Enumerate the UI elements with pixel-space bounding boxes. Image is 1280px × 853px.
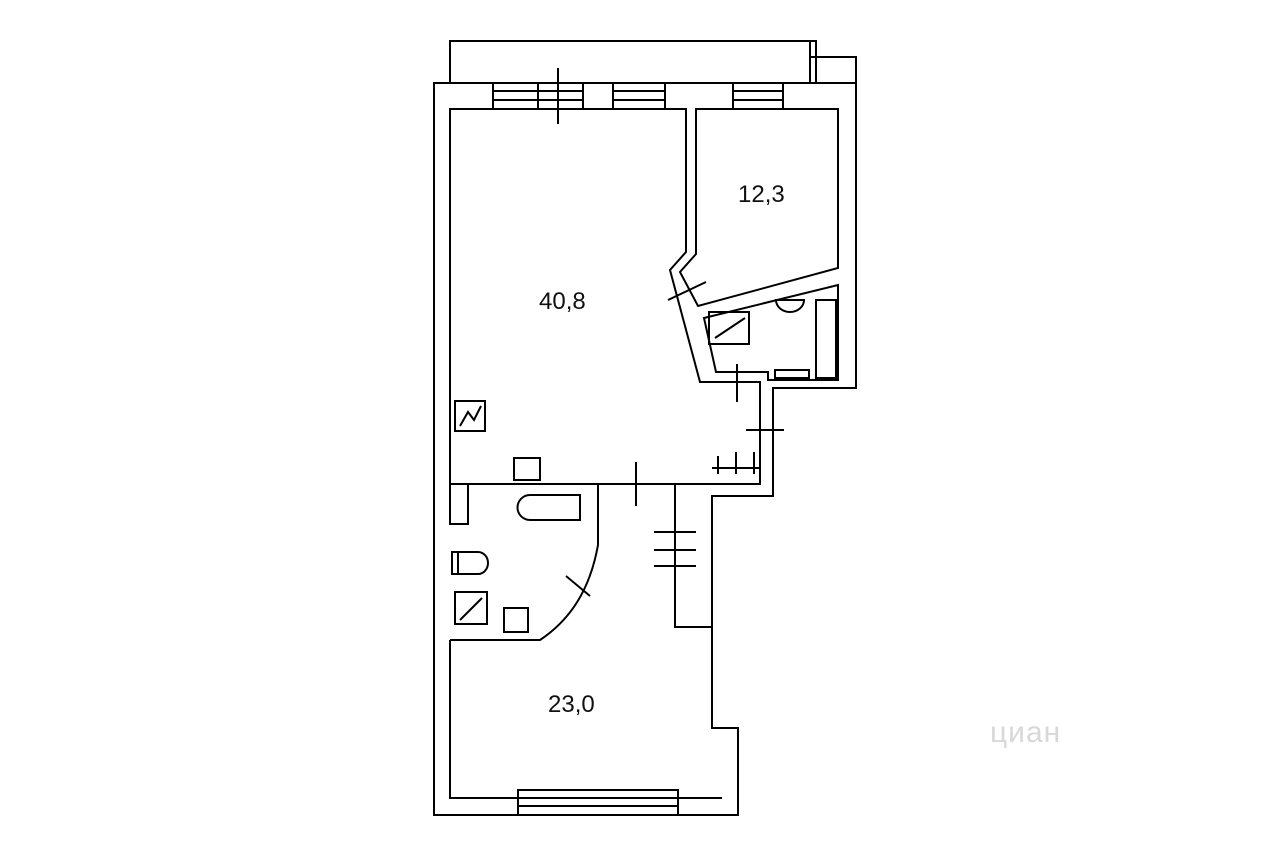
room-area-bedroom: 12,3 xyxy=(738,181,785,208)
bathroom-small xyxy=(702,283,839,381)
outer-wall xyxy=(433,82,857,816)
inner-wall-bedroom xyxy=(678,108,839,308)
window-top-1 xyxy=(492,68,584,124)
corridor-wall xyxy=(674,484,712,628)
window-top-3 xyxy=(732,82,784,110)
inner-wall-living xyxy=(449,108,761,485)
kitchen-outline xyxy=(449,640,722,799)
window-bottom xyxy=(517,789,679,816)
room-area-kitchen: 23,0 xyxy=(548,691,595,718)
bathroom-fixtures xyxy=(449,457,581,633)
room-area-living: 40,8 xyxy=(539,288,586,315)
balcony xyxy=(449,40,857,84)
inner-wall-kitchen xyxy=(450,484,599,641)
electric-panel xyxy=(454,400,486,432)
door-marks xyxy=(565,281,784,597)
window-top-2 xyxy=(612,82,666,110)
watermark: циан xyxy=(990,716,1062,749)
